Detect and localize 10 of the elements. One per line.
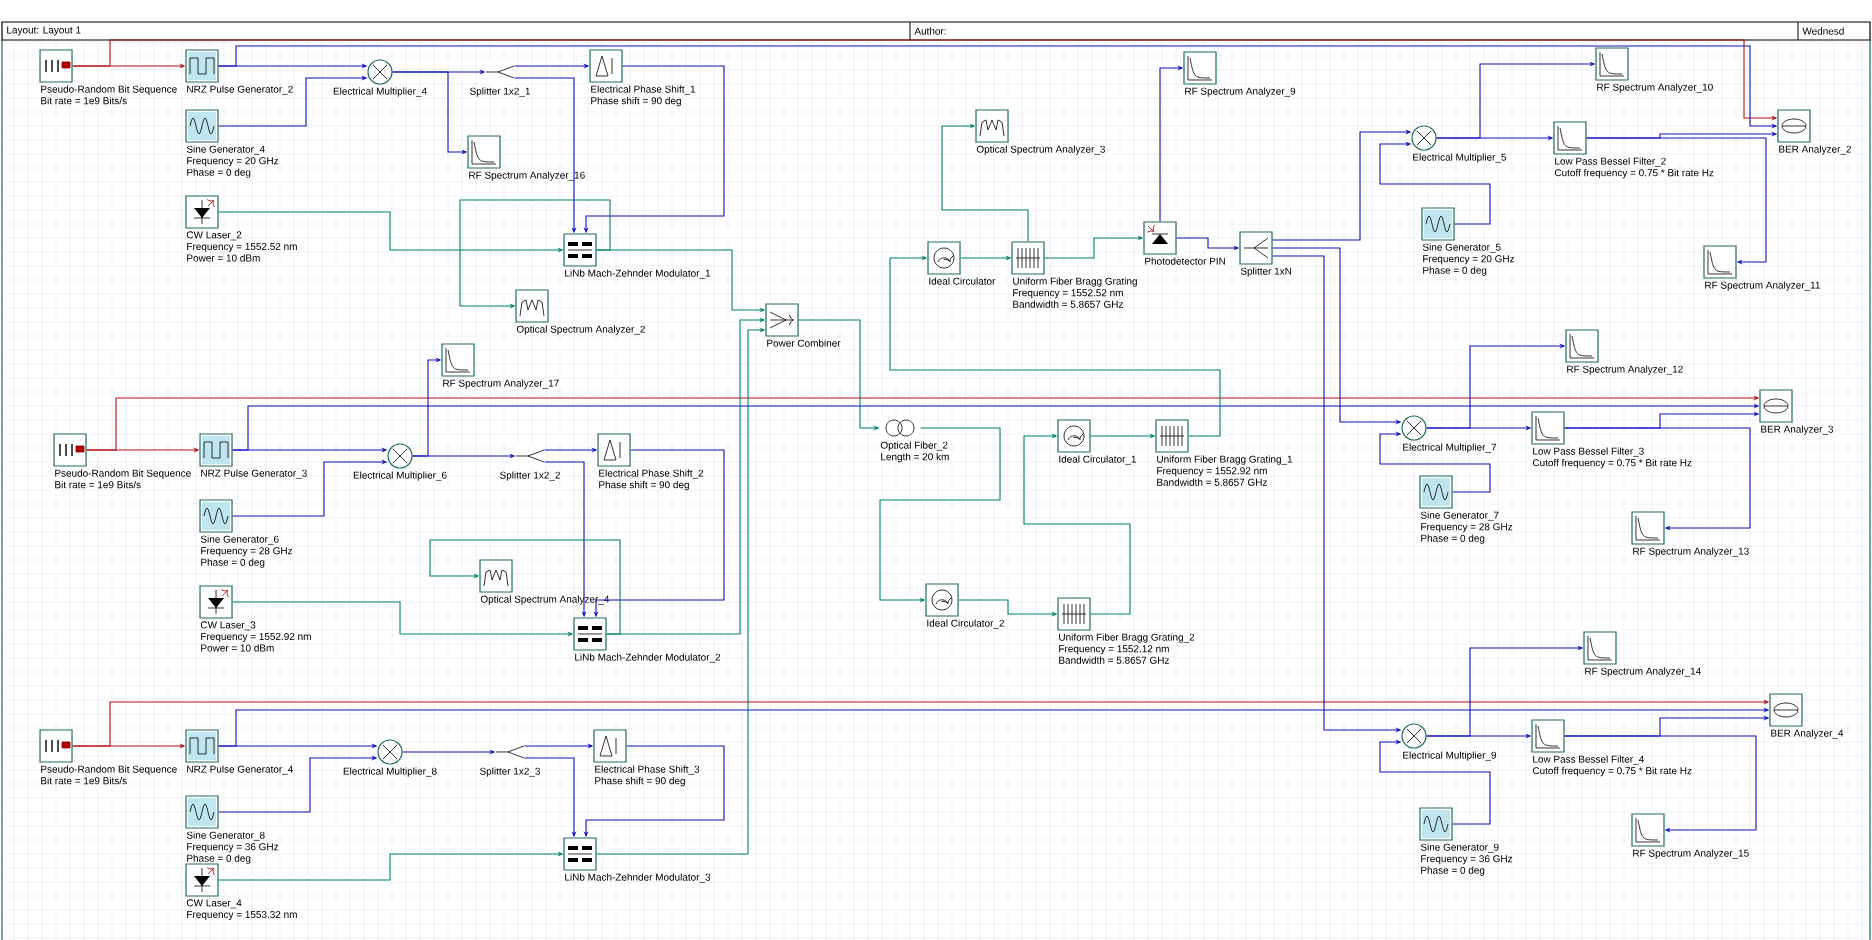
connector-arrow xyxy=(429,539,621,635)
connector-arrow xyxy=(1379,431,1491,493)
connector-arrow xyxy=(1586,137,1767,265)
connector-arrow xyxy=(1379,141,1491,225)
connector-arrow xyxy=(889,255,1221,437)
connector-arrow xyxy=(1564,427,1751,531)
connector-arrow xyxy=(941,123,1029,242)
connector-arrow xyxy=(1023,433,1131,615)
connector-arrow xyxy=(1564,735,1757,833)
connector-arrow xyxy=(1379,739,1491,825)
